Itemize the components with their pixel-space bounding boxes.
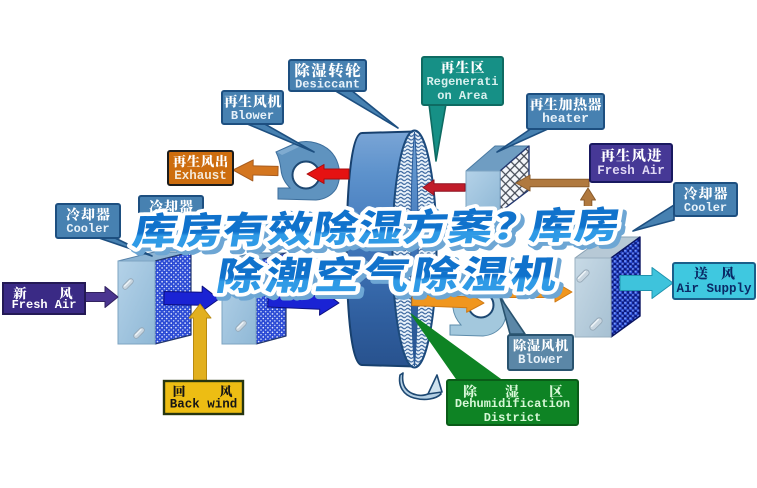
svg-text:Dehumidification: Dehumidification [455,397,570,411]
svg-text:Back wind: Back wind [170,398,238,412]
svg-text:on Area: on Area [437,89,487,103]
svg-text:Cooler: Cooler [66,222,109,236]
svg-text:Regenerati: Regenerati [426,75,498,89]
svg-text:xt: xt [337,344,353,359]
svg-text:Desiccant: Desiccant [295,78,360,92]
svg-text:Air Supply: Air Supply [676,282,752,296]
svg-text:heater: heater [542,111,589,126]
svg-text:Fresh Air: Fresh Air [597,164,665,178]
svg-text:Exhaust: Exhaust [174,169,227,183]
svg-text:District: District [484,411,542,425]
svg-text:Cooler: Cooler [684,201,727,215]
svg-text:Blower: Blower [518,353,563,367]
svg-text:Blower: Blower [231,109,274,123]
svg-text:Fresh Air: Fresh Air [12,298,77,312]
